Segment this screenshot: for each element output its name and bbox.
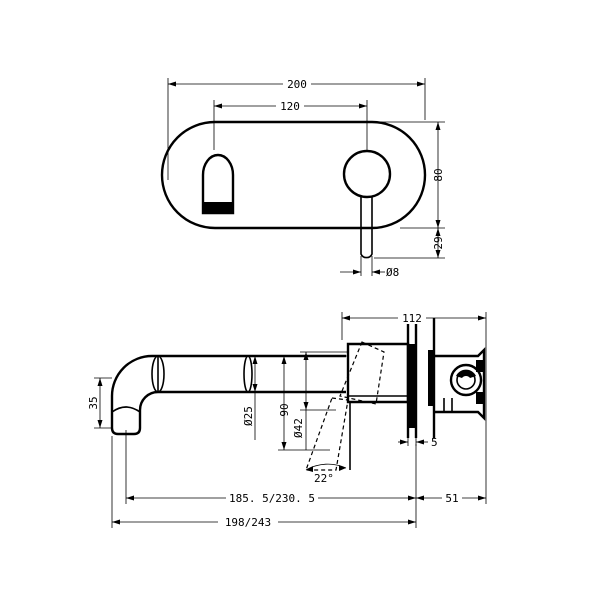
side-view: 35 Ø25 90 Ø42 22° 112 xyxy=(87,311,487,529)
lever-angled xyxy=(339,341,385,405)
dim-body-depth: 51 xyxy=(445,492,458,505)
dim-depth: 112 xyxy=(402,312,422,325)
dim-spout-diameter: Ø25 xyxy=(242,406,255,426)
front-view: 200 120 80 29 Ø8 xyxy=(160,77,445,279)
spout-outlet-shade xyxy=(203,202,233,214)
dim-plate-thickness: 5 xyxy=(431,436,438,449)
dim-angle: 22° xyxy=(314,472,334,485)
dim-handle-height: 90 xyxy=(278,403,291,416)
dim-spout-reach: 185. 5/230. 5 xyxy=(229,492,315,505)
valve-inlet xyxy=(449,363,483,397)
dim-lever-diameter: Ø8 xyxy=(386,266,399,279)
dim-spout-height: 35 xyxy=(87,396,100,409)
lever xyxy=(360,197,373,259)
dim-plate-height: 80 xyxy=(432,168,445,181)
dim-centers: 120 xyxy=(280,100,300,113)
dim-plate-width: 200 xyxy=(287,78,307,91)
dim-overall-length: 198/243 xyxy=(225,516,271,529)
valve-body xyxy=(434,347,486,421)
spout-outlet xyxy=(201,153,235,215)
handle-circle xyxy=(342,149,392,199)
backplate-side xyxy=(408,344,416,428)
spout-body xyxy=(110,354,346,428)
backplate-outline xyxy=(160,120,427,230)
dim-lever-drop: 29 xyxy=(432,236,445,249)
dim-handle-diameter: Ø42 xyxy=(292,418,305,438)
